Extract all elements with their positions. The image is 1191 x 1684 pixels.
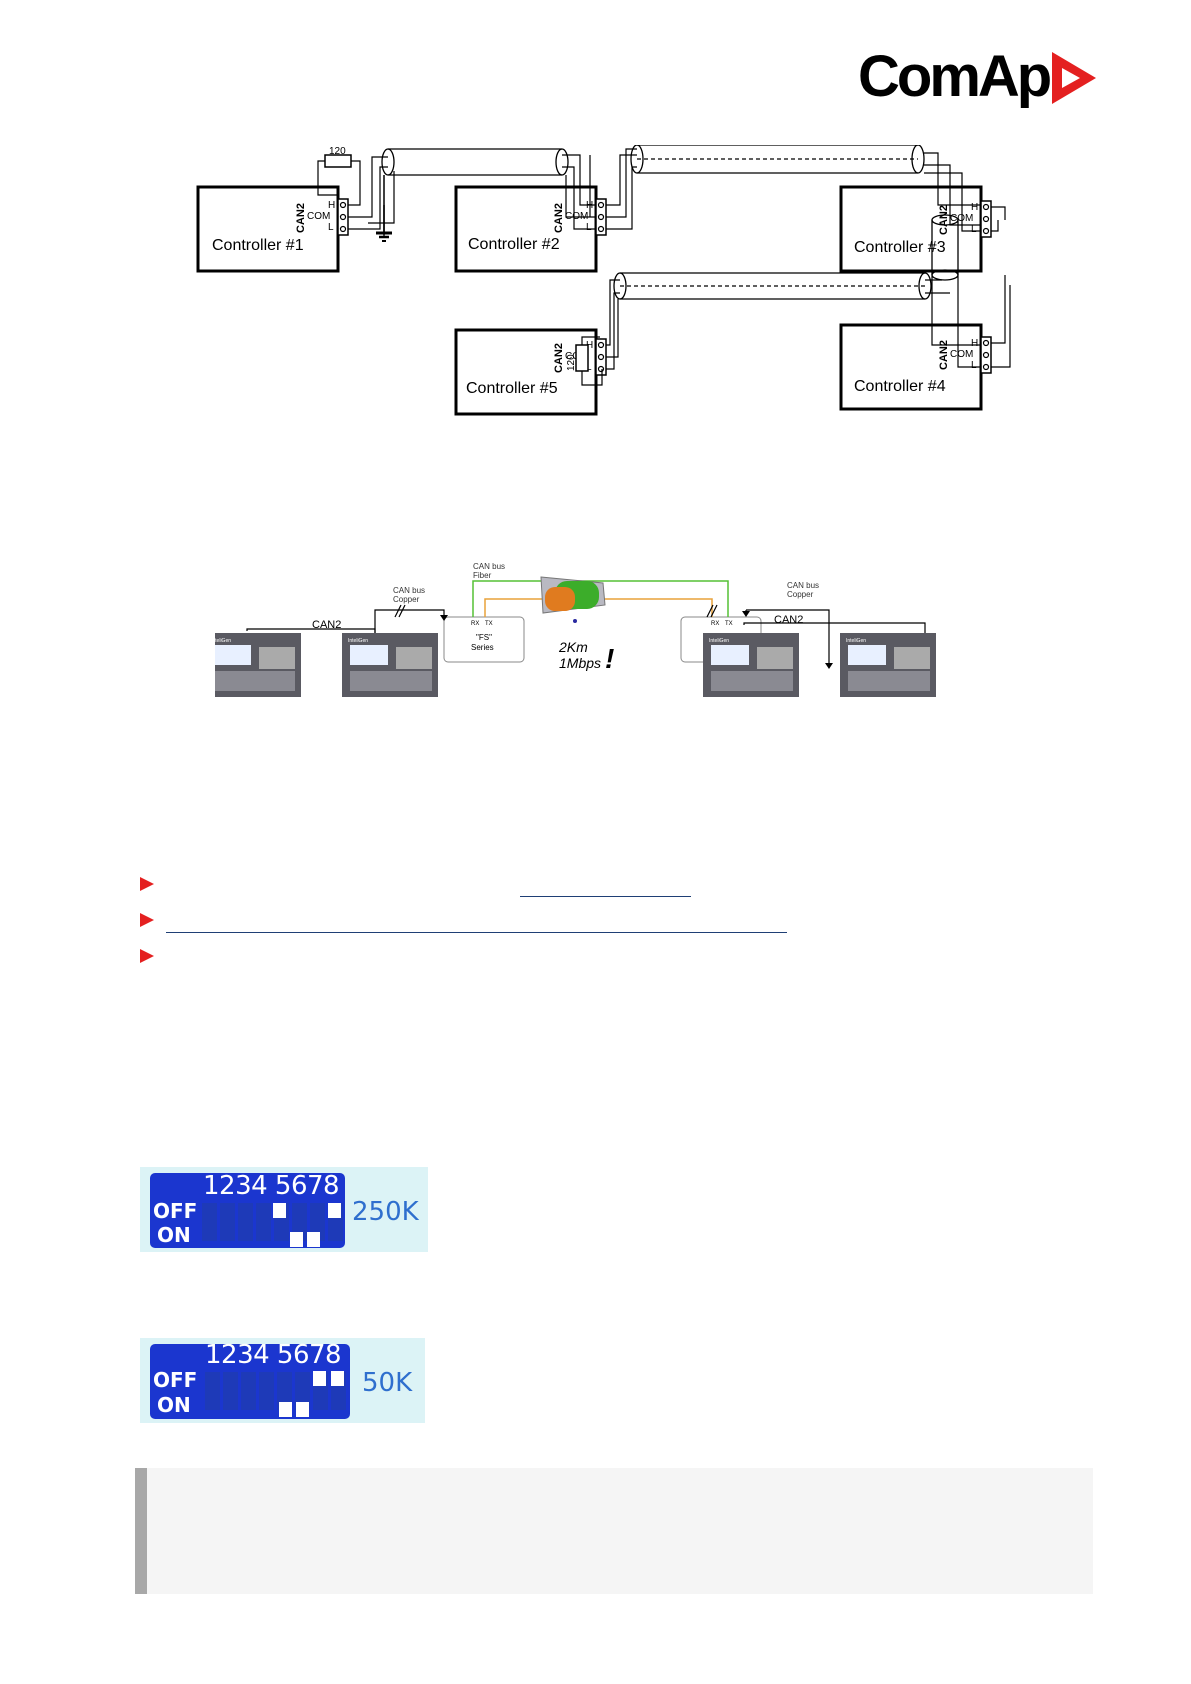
dip-rate-label: 50K	[362, 1368, 413, 1398]
series-label-left: Series	[471, 643, 494, 652]
fiber-label-2: Fiber	[473, 571, 492, 580]
can-fiber-diagram: CAN bus Copper CAN bus Fiber CAN bus Cop…	[215, 562, 936, 697]
pin-com-4: COM	[950, 349, 973, 360]
terminator-resistor-2	[575, 344, 589, 372]
copper-left-label-2: Copper	[393, 595, 420, 604]
fiber-spool-icon	[540, 576, 606, 623]
dip-switch-250k: 1234 5678 OFF ON 250K	[140, 1167, 428, 1252]
fs-converter-left: RX TX "FS" Series	[443, 616, 525, 663]
rx-label-left: RX	[471, 621, 479, 627]
can2-left-label: CAN2	[312, 619, 341, 631]
tx-label-right: TX	[725, 621, 733, 627]
inteligen-controller-1: InteliGen	[215, 633, 301, 697]
pin-h-5: H	[586, 340, 593, 351]
controller-3-label: Controller #3	[854, 239, 946, 256]
dip-off-label: OFF	[153, 1368, 198, 1392]
ground-icon	[376, 175, 392, 242]
pin-h-1: H	[328, 200, 335, 211]
pin-h-3: H	[971, 202, 978, 213]
distance-label: 2Km	[558, 639, 588, 655]
logo-arrow-icon	[1052, 52, 1096, 104]
pin-l-1: L	[328, 222, 334, 233]
pin-l-4: L	[971, 360, 977, 371]
dip-off-label: OFF	[153, 1199, 198, 1223]
pin-l-2: L	[586, 222, 592, 233]
link-underline-2[interactable]	[166, 932, 787, 933]
device-brand-2: InteliGen	[348, 638, 368, 644]
device-brand-3: InteliGen	[709, 638, 729, 644]
dip-switch-50k: 1234 5678 OFF ON 50K	[140, 1338, 425, 1423]
dip-numbers: 1234 5678	[205, 1340, 342, 1370]
controller-1-box: Controller #1	[196, 185, 340, 273]
rx-label-right: RX	[711, 621, 719, 627]
logo-text: ComAp	[858, 44, 1052, 109]
note-accent-bar	[135, 1468, 147, 1594]
controller-5-box: Controller #5	[454, 328, 598, 416]
pin-l-5: L	[586, 362, 592, 373]
can2-label-1: CAN2	[295, 203, 307, 233]
pin-l-3: L	[971, 224, 977, 235]
device-brand-4: InteliGen	[846, 638, 866, 644]
bullet-icon	[139, 876, 155, 892]
tx-label-left: TX	[485, 621, 493, 627]
pin-com-1: COM	[307, 211, 330, 222]
fiber-label-1: CAN bus	[473, 562, 505, 571]
dip-on-label: ON	[157, 1393, 191, 1417]
comap-logo: ComAp	[858, 42, 1108, 112]
copper-left-label-1: CAN bus	[393, 586, 425, 595]
can2-right-label: CAN2	[774, 614, 803, 626]
inteligen-controller-3: InteliGen	[703, 633, 799, 697]
speed-label: 1Mbps	[559, 655, 601, 671]
controller-4-label: Controller #4	[854, 378, 946, 395]
can2-label-4: CAN2	[938, 340, 950, 370]
exclaim-label: !	[605, 643, 614, 674]
bullet-icon	[139, 912, 155, 928]
dip-on-label: ON	[157, 1223, 191, 1247]
copper-right-label-1: CAN bus	[787, 581, 819, 590]
controller-2-label: Controller #2	[468, 236, 560, 253]
pin-h-4: H	[971, 338, 978, 349]
note-box	[135, 1468, 1093, 1594]
fs-label-left: "FS"	[476, 633, 492, 642]
dip-numbers: 1234 5678	[203, 1171, 340, 1201]
controller-3-box: Controller #3	[839, 185, 983, 273]
can2-label-3: CAN2	[938, 205, 950, 235]
device-brand-1: InteliGen	[215, 638, 231, 644]
can2-label-2: CAN2	[553, 203, 565, 233]
controller-1-label: Controller #1	[212, 237, 304, 254]
dip-rate-label: 250K	[352, 1197, 419, 1227]
controller-5-label: Controller #5	[466, 380, 558, 397]
inteligen-controller-4: InteliGen	[840, 633, 936, 697]
copper-right-label-2: Copper	[787, 590, 814, 599]
bullet-icon	[139, 948, 155, 964]
can2-wiring-diagram: Controller #1 Controller #2 Controller #…	[196, 145, 1011, 416]
terminator-label-1: 120	[329, 146, 346, 157]
can2-label-5: CAN2	[553, 343, 565, 373]
inteligen-controller-2: InteliGen	[342, 633, 438, 697]
terminator-label-2: 120	[566, 354, 577, 371]
link-underline-1[interactable]	[520, 896, 691, 897]
